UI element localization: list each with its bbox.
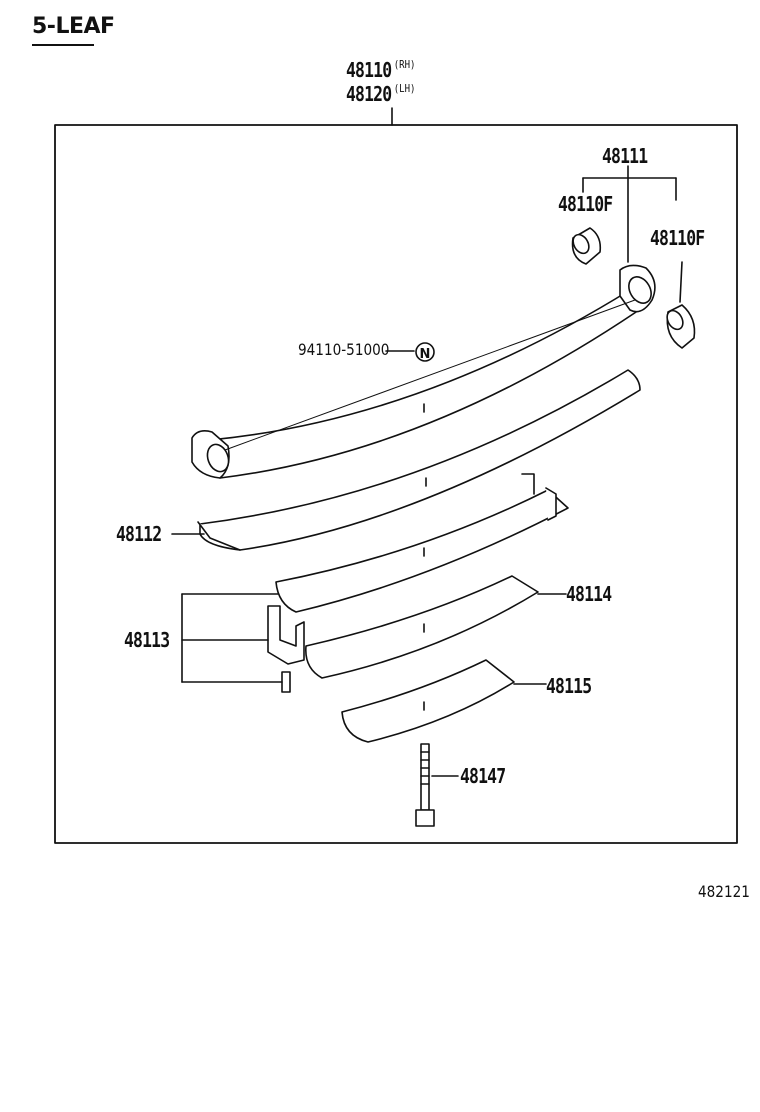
bushing-right: [666, 261, 696, 349]
title-underline: [32, 44, 94, 46]
leaf-2: [197, 369, 641, 551]
diagram-title: 5-LEAF: [32, 14, 115, 39]
leaf-5: [341, 659, 515, 743]
part-rh: 48110: [346, 58, 392, 82]
label-48110: 48110(RH): [346, 58, 415, 82]
main-leaf: [191, 264, 656, 479]
leaf-3: [275, 473, 569, 613]
marker-94110: [415, 342, 435, 362]
label-48112: 48112: [116, 522, 162, 546]
center-bolt-48147: [415, 743, 435, 827]
part-lh: 48120: [346, 82, 392, 106]
label-94110-51000: 94110-51000: [298, 340, 390, 359]
label-48113: 48113: [124, 628, 170, 652]
marker-94110-text: N: [420, 347, 431, 362]
label-48110f-left: 48110F: [558, 192, 613, 216]
diagram-code: 482121: [698, 882, 750, 901]
bushing-left: [571, 227, 602, 265]
label-48110f-right: 48110F: [650, 226, 705, 250]
label-48114: 48114: [566, 582, 612, 606]
label-48111: 48111: [602, 144, 648, 168]
side-rh: (RH): [393, 58, 416, 71]
leaf-4: [305, 575, 539, 679]
bracket-48113: [181, 593, 283, 683]
clip-48113: [267, 605, 305, 665]
label-48115: 48115: [546, 674, 592, 698]
label-48120: 48120(LH): [346, 82, 415, 106]
label-48147: 48147: [460, 764, 506, 788]
assembly-frame: [54, 124, 738, 844]
clip-bolt: [281, 671, 291, 693]
side-lh: (LH): [393, 82, 416, 95]
bracket-48111: [582, 165, 677, 263]
